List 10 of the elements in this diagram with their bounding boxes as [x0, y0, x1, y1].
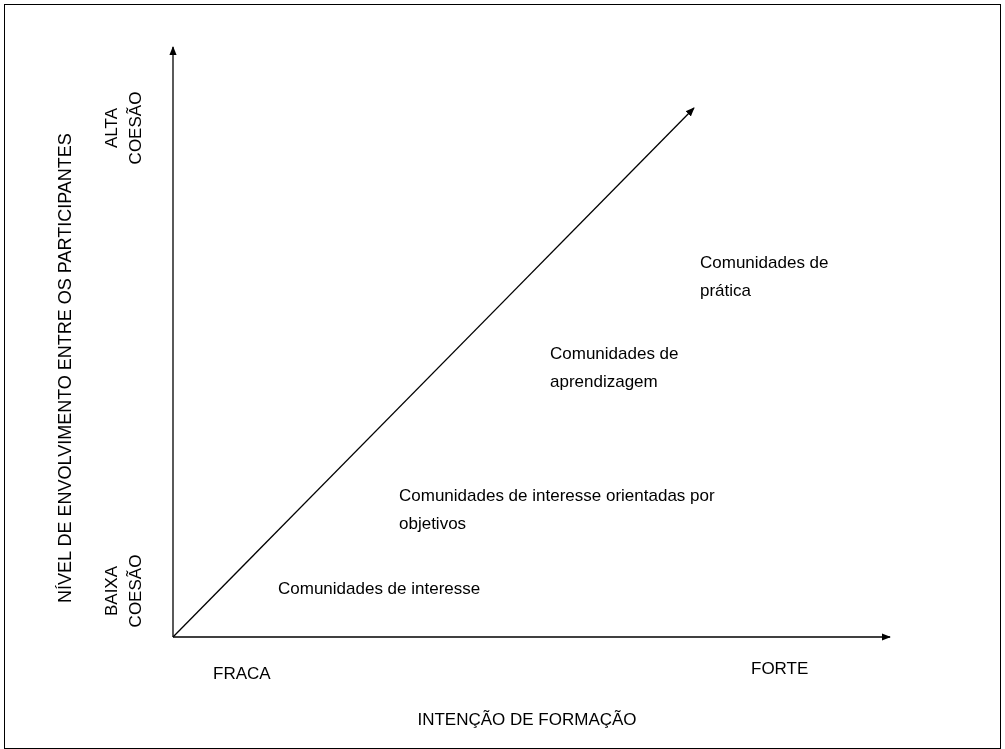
axis-title: INTENÇÃO DE FORMAÇÃO: [416, 709, 638, 731]
axis-title: NÍVEL DE ENVOLVIMENTO ENTRE OS PARTICIPANTES: [54, 132, 76, 605]
region-label: Comunidades de interesse: [278, 578, 482, 600]
region-label: Comunidades de aprendizagem: [550, 343, 680, 393]
axis-end-label: ALTA COESÃO: [101, 90, 146, 167]
region-label: Comunidades de prática: [700, 252, 830, 302]
axis-end-label: FORTE: [751, 658, 810, 680]
region-label: Comunidades de interesse orientadas por objetivos: [399, 485, 716, 535]
axis-end-label: BAIXA COESÃO: [101, 553, 146, 630]
axis-end-label: FRACA: [213, 663, 272, 685]
